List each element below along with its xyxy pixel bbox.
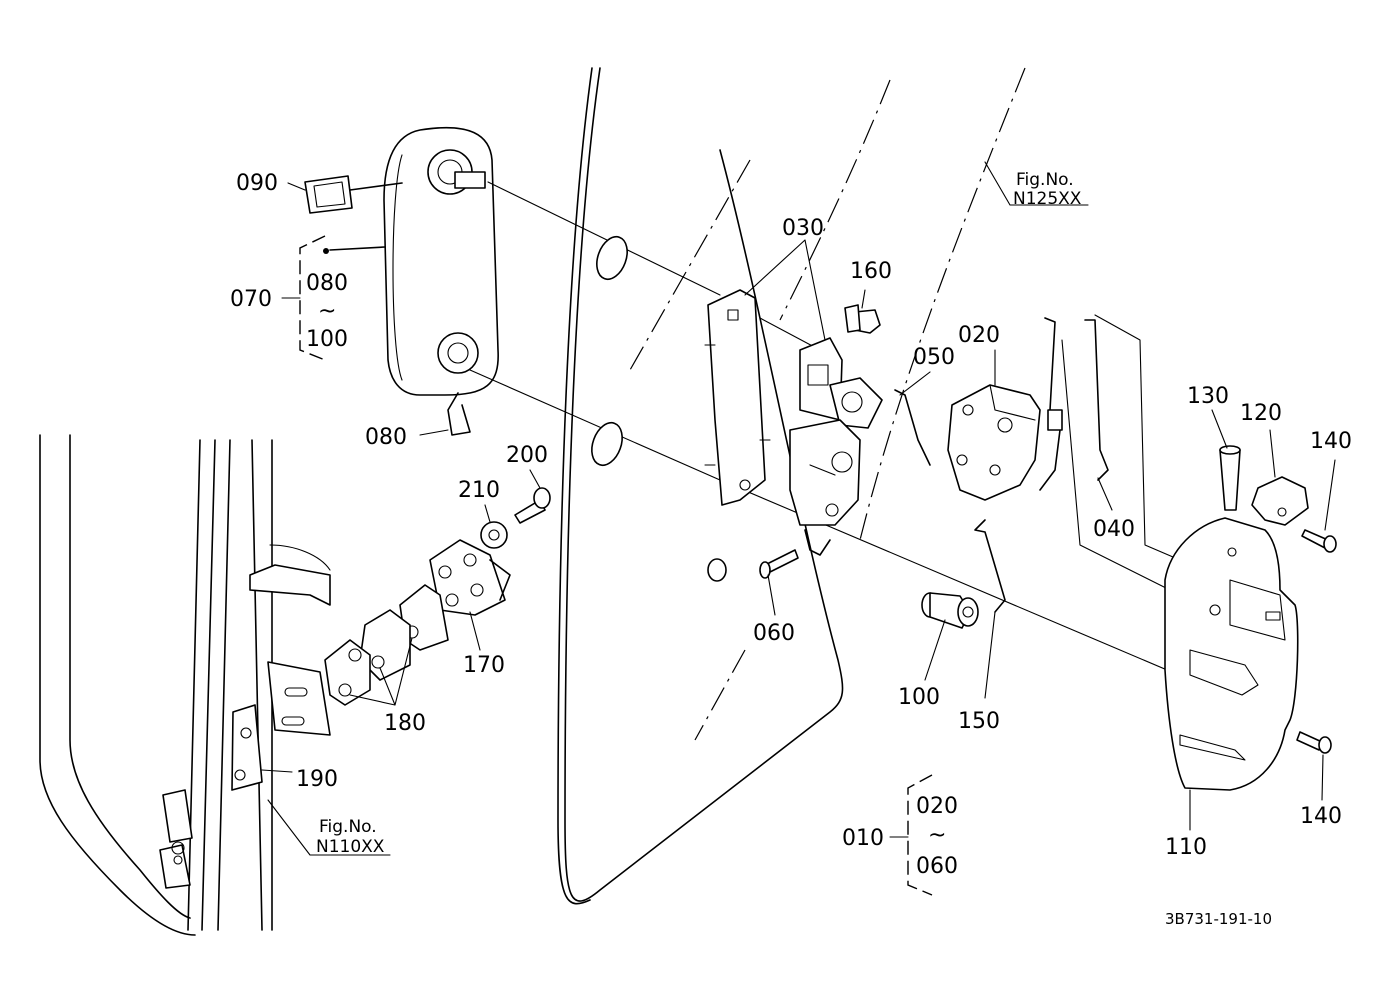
- door-panel: [557, 67, 844, 905]
- label-160: 160: [850, 259, 892, 284]
- drawing-code: 3B731-191-10: [1165, 910, 1272, 928]
- pin-130: [1219, 445, 1241, 511]
- plate-190: [231, 704, 263, 791]
- label-140-top: 140: [1310, 429, 1352, 454]
- shims-180: [324, 584, 449, 706]
- label-130: 130: [1187, 384, 1229, 409]
- label-020-range-start: 020: [916, 794, 958, 819]
- door-center-line-3: [629, 159, 751, 371]
- label-190: 190: [296, 767, 338, 792]
- door-center-line-4: [694, 649, 746, 741]
- label-range-tilde-1: ~: [318, 299, 336, 324]
- group-bracket-070: [299, 235, 326, 361]
- lock-body-020: [947, 317, 1063, 501]
- square-gasket-090: [304, 175, 353, 214]
- group-bracket-010: [907, 774, 933, 896]
- rod-050: [894, 389, 931, 466]
- key-cylinder-100: [921, 592, 979, 629]
- door-edge-center-line-2: [779, 79, 891, 321]
- fig-ref-n110-title: Fig.No.: [319, 817, 377, 837]
- fig-ref-n125-code: N125XX: [1013, 189, 1082, 209]
- label-050: 050: [913, 345, 955, 370]
- label-100: 100: [898, 685, 940, 710]
- label-040: 040: [1093, 517, 1135, 542]
- label-060: 060: [753, 621, 795, 646]
- fig-n110-leader: [267, 799, 391, 856]
- label-120: 120: [1240, 401, 1282, 426]
- screw-060: [759, 549, 799, 579]
- knob-120: [1251, 476, 1309, 526]
- screw-200: [514, 487, 551, 524]
- door-hole-3: [707, 558, 727, 582]
- door-edge-center-line: [859, 67, 1026, 541]
- outer-handle: [323, 126, 499, 396]
- screw-140-top: [1301, 529, 1337, 553]
- align-line-4: [759, 317, 821, 351]
- rod-040-leader: [1094, 314, 1181, 561]
- label-090: 090: [236, 171, 278, 196]
- label-180: 180: [384, 711, 426, 736]
- leader-lines: [261, 182, 1336, 831]
- label-110: 110: [1165, 835, 1207, 860]
- label-070: 070: [230, 287, 272, 312]
- rod-040: [1084, 319, 1109, 481]
- clip-080: [447, 392, 471, 436]
- door-hole-1: [596, 235, 628, 281]
- label-010: 010: [842, 826, 884, 851]
- rod-040-leader-2: [1061, 339, 1171, 591]
- fig-ref-n125-title: Fig.No.: [1016, 170, 1074, 190]
- label-210: 210: [458, 478, 500, 503]
- label-range-tilde-2: ~: [928, 823, 946, 848]
- label-060-range-end: 060: [916, 854, 958, 879]
- rod-150: [974, 519, 1006, 613]
- align-line-2: [469, 369, 721, 481]
- label-140-bottom: 140: [1300, 804, 1342, 829]
- star-washer-210: [480, 521, 508, 549]
- align-line-1: [487, 181, 721, 296]
- base-plate-030: [704, 289, 771, 506]
- label-170: 170: [463, 653, 505, 678]
- label-030: 030: [782, 216, 824, 241]
- screw-140-bottom: [1296, 731, 1332, 754]
- label-200: 200: [506, 443, 548, 468]
- door-hole-2: [591, 421, 623, 467]
- label-150: 150: [958, 709, 1000, 734]
- fig-ref-n110-code: N110XX: [316, 837, 385, 857]
- fig-n125-leader: [984, 161, 1089, 206]
- bolt-160: [844, 304, 881, 334]
- latch-mechanism: [789, 337, 883, 556]
- label-020: 020: [958, 323, 1000, 348]
- label-100-range-end: 100: [306, 327, 348, 352]
- label-080: 080: [365, 425, 407, 450]
- cover-110: [1164, 517, 1299, 791]
- cab-frame: [39, 434, 331, 936]
- label-080-range-start: 080: [306, 271, 348, 296]
